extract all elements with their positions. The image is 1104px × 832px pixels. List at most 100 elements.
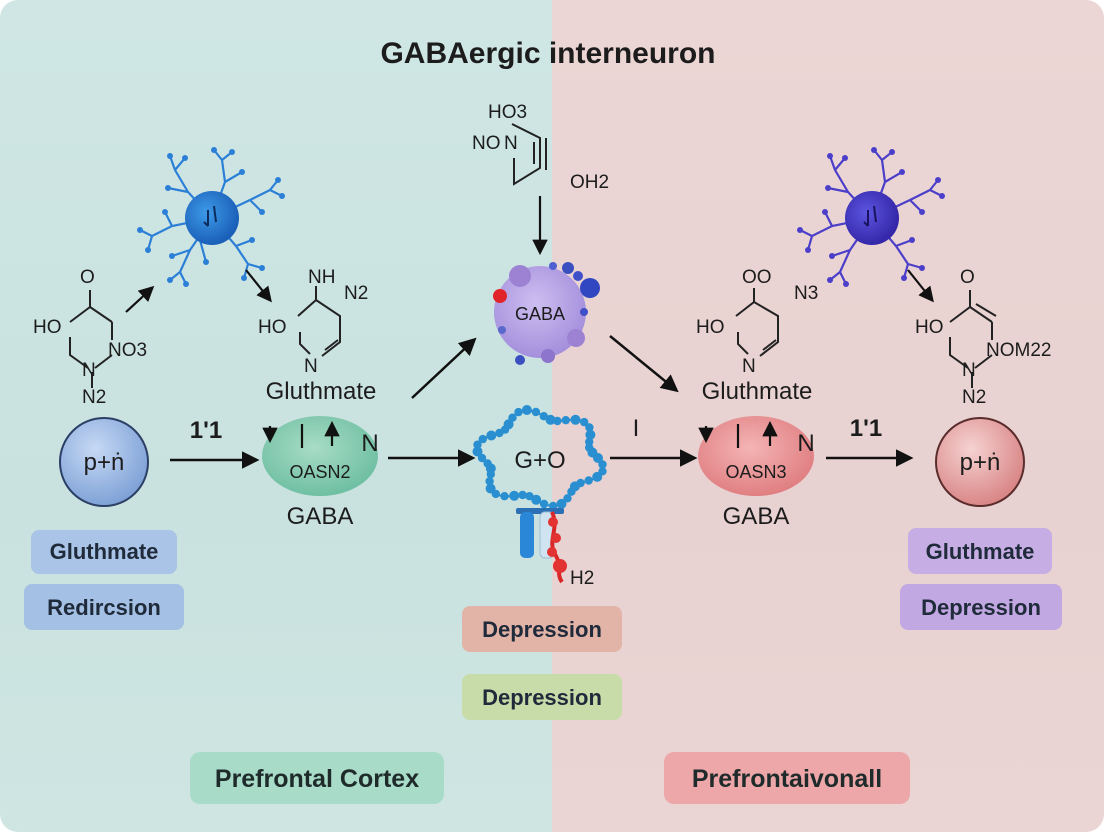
ring-bead xyxy=(531,407,541,417)
right-neuron-nucleus xyxy=(863,205,877,227)
right-arrow-label: 1'1 xyxy=(850,415,882,442)
ring-bead xyxy=(509,490,520,501)
center-mol-no: NO xyxy=(472,133,501,154)
ring-bead xyxy=(521,405,532,415)
ring-bead xyxy=(485,477,494,486)
ring-bead xyxy=(478,434,487,444)
right-molecule-1 xyxy=(735,288,779,357)
ring-beads xyxy=(472,405,607,511)
center-mol-oh2: OH2 xyxy=(570,172,609,193)
arrow-left-to-vesicle xyxy=(411,337,477,399)
center-molecule xyxy=(511,123,547,186)
right-mol2-nom22: NOM22 xyxy=(986,340,1051,361)
ring-bead xyxy=(473,440,482,449)
right-ellipse-n: N xyxy=(797,430,814,457)
right-panel-background xyxy=(552,0,1104,832)
center-receptor xyxy=(516,508,567,584)
right-molecule-2 xyxy=(949,290,997,388)
vesicle-text: GABA xyxy=(515,304,565,324)
diagram-title: GABAergic interneuron xyxy=(380,37,715,70)
right-pill-2 xyxy=(900,584,1062,630)
ring-bead xyxy=(525,492,534,501)
ring-bead xyxy=(556,498,567,509)
ring-bead xyxy=(500,492,509,501)
right-mol1-n3: N3 xyxy=(794,283,818,304)
right-region-pill xyxy=(664,752,910,804)
center-right-arrow-label: I xyxy=(633,415,640,442)
left-mol2-n: N xyxy=(304,356,318,377)
left-arrow-neuron-to-molecule xyxy=(245,269,272,303)
right-arrow-neuron-to-molecule xyxy=(907,269,934,303)
right-mol2-o: O xyxy=(960,267,975,288)
right-region-text: Prefrontaivonall xyxy=(692,765,882,793)
ring-bead xyxy=(539,499,549,509)
ring-bead xyxy=(485,483,496,494)
right-neuron-dendrite-tips xyxy=(797,147,945,287)
vesicle-particles xyxy=(493,262,600,365)
ring-bead xyxy=(561,416,570,425)
left-arrow-label: 1'1 xyxy=(190,417,222,444)
right-pill-1 xyxy=(908,528,1052,574)
center-mol-ho3: HO3 xyxy=(488,102,527,123)
right-ellipse-text: OASN3 xyxy=(725,462,786,482)
right-neuron xyxy=(799,149,943,285)
right-mol2-n2: N2 xyxy=(962,387,986,408)
center-pill-1 xyxy=(462,606,622,652)
center-mol-n: N xyxy=(504,133,518,154)
ring-bead xyxy=(483,459,492,468)
left-arrow-to-neuron xyxy=(125,285,155,313)
center-h2: H2 xyxy=(570,568,594,589)
ring-bead xyxy=(584,476,593,485)
right-neuron-soma xyxy=(845,191,899,245)
ring-bead xyxy=(585,423,594,432)
ring-bead xyxy=(592,471,603,482)
left-pill-1 xyxy=(31,530,177,574)
left-ellipse-arrows xyxy=(262,420,340,448)
left-pill-1-text: Gluthmate xyxy=(50,539,159,564)
right-mol1-ho: HO xyxy=(696,317,725,338)
ring-bead xyxy=(570,414,581,425)
ring-bead xyxy=(598,460,607,469)
ring-bead xyxy=(503,419,514,430)
right-circle-text: p+ṅ xyxy=(960,449,1001,476)
left-mol1-ho: HO xyxy=(33,317,62,338)
left-mol2-ho: HO xyxy=(258,317,287,338)
right-pill-2-text: Depression xyxy=(921,595,1041,620)
left-region-text: Prefrontal Cortex xyxy=(215,765,419,793)
left-pill-2-text: Redircsion xyxy=(47,595,161,620)
ring-bead xyxy=(472,446,483,457)
ring-bead xyxy=(585,437,594,446)
right-mol1-oo: OO xyxy=(742,267,772,288)
left-molecule-1 xyxy=(69,290,113,388)
ring-bead xyxy=(514,407,523,417)
left-ellipse-text: OASN2 xyxy=(289,462,350,482)
left-neuron-soma xyxy=(185,191,239,245)
ring-bead xyxy=(518,490,527,500)
left-circle xyxy=(59,417,149,507)
left-mol2-nh: NH xyxy=(308,267,335,288)
left-gaba-ellipse xyxy=(262,416,378,496)
ring-bead xyxy=(477,453,487,463)
right-gaba-ellipse xyxy=(698,416,814,496)
left-mol1-n: N xyxy=(82,360,96,381)
right-gluthmate-label: Gluthmate xyxy=(702,378,813,405)
left-mol1-n2: N2 xyxy=(82,387,106,408)
arrow-vesicle-to-right xyxy=(609,335,679,393)
left-neuron-nucleus xyxy=(203,205,217,227)
left-mol1-no3: NO3 xyxy=(108,340,147,361)
left-region-pill xyxy=(190,752,444,804)
left-mol2-n2: N2 xyxy=(344,283,368,304)
center-vesicle xyxy=(494,266,586,358)
right-mol2-ho: HO xyxy=(915,317,944,338)
center-pill-1-text: Depression xyxy=(482,617,602,642)
center-pill-2 xyxy=(462,674,622,720)
ring-bead xyxy=(508,413,517,422)
right-circle xyxy=(935,417,1025,507)
ring-bead xyxy=(567,487,576,496)
left-mol1-o: O xyxy=(80,267,95,288)
ring-bead xyxy=(587,447,598,458)
right-mol1-n: N xyxy=(742,356,756,377)
center-pill-2-text: Depression xyxy=(482,685,602,710)
